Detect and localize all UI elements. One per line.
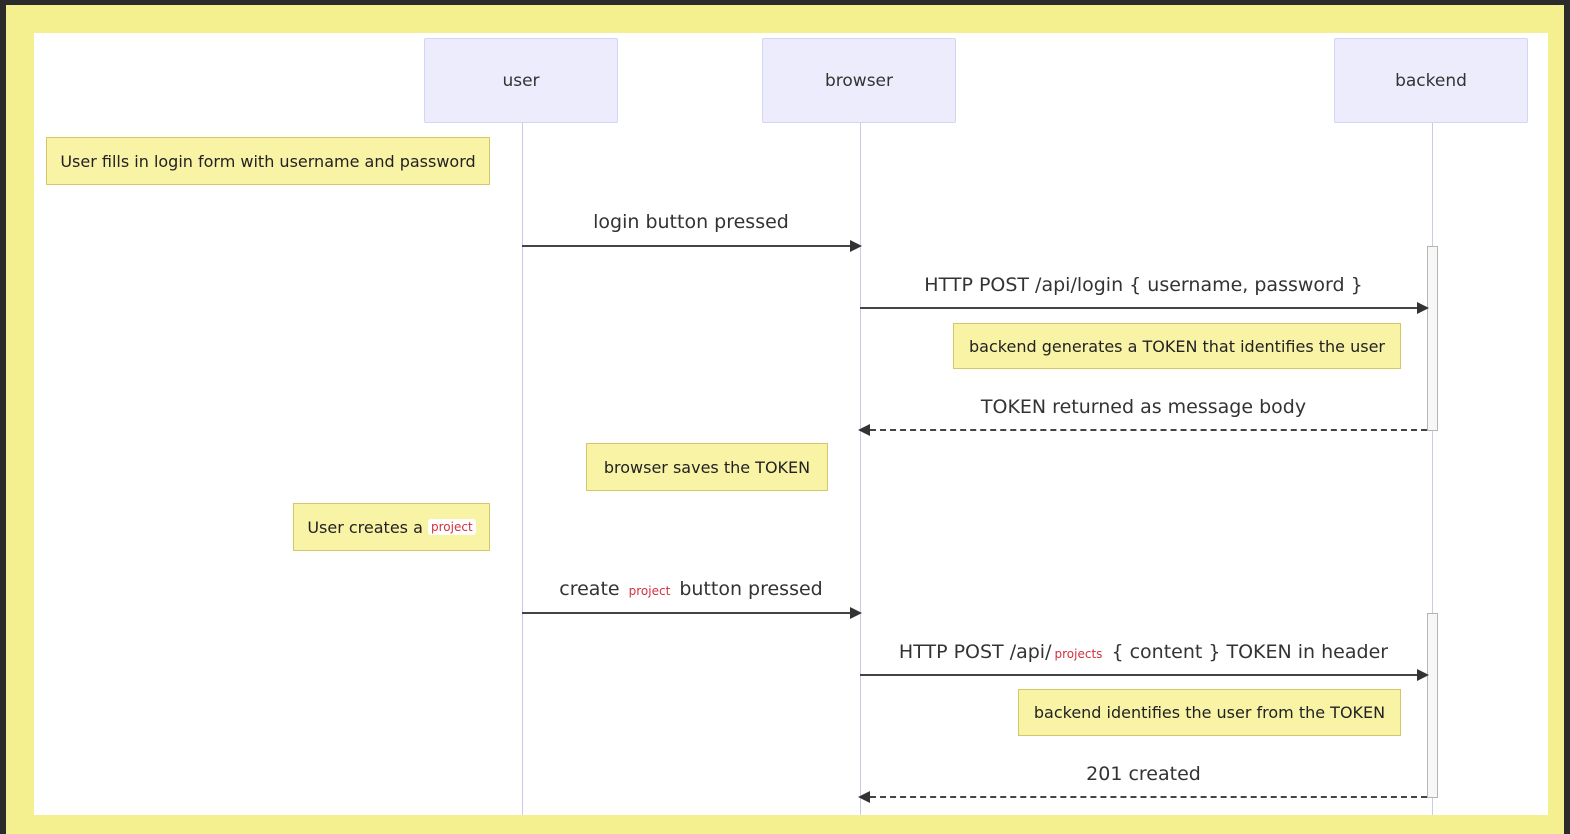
activation-backend-create bbox=[1427, 613, 1438, 798]
arrowhead bbox=[850, 607, 862, 619]
message-label-post-login: HTTP POST /api/login { username, passwor… bbox=[924, 274, 1363, 296]
participant-backend: backend bbox=[1334, 38, 1528, 123]
note-login-form: User fills in login form with username a… bbox=[46, 137, 490, 185]
arrow-create-pressed bbox=[522, 607, 862, 619]
arrowhead bbox=[858, 791, 870, 803]
lifeline-browser bbox=[860, 123, 861, 815]
note-identify-user: backend identifies the user from the TOK… bbox=[1018, 689, 1401, 736]
arrowhead bbox=[1417, 302, 1429, 314]
note-user-creates-project: User creates a project bbox=[293, 503, 490, 551]
message-text: create bbox=[559, 578, 620, 600]
inline-code: project bbox=[428, 519, 476, 535]
sequence-diagram: user browser backend User fills in login… bbox=[34, 33, 1548, 815]
arrow-token-returned bbox=[858, 424, 1427, 436]
message-label-create-pressed: create project button pressed bbox=[522, 577, 860, 603]
message-label-created: 201 created bbox=[1086, 763, 1201, 785]
arrow-created bbox=[858, 791, 1427, 803]
message-label-token-returned: TOKEN returned as message body bbox=[980, 396, 1307, 418]
message-label-post-projects: HTTP POST /api/projects { content } TOKE… bbox=[860, 640, 1427, 666]
arrowhead bbox=[858, 424, 870, 436]
lifeline-user bbox=[522, 123, 523, 815]
message-text: { content } TOKEN in header bbox=[1111, 641, 1389, 663]
diagram-frame: user browser backend User fills in login… bbox=[6, 5, 1564, 834]
arrowhead bbox=[1417, 669, 1429, 681]
note-browser-saves-token: browser saves the TOKEN bbox=[586, 443, 828, 491]
inline-code: project bbox=[625, 583, 674, 599]
message-label-login-pressed: login button pressed bbox=[593, 211, 789, 233]
arrowhead bbox=[850, 240, 862, 252]
note-text: User creates a bbox=[307, 517, 423, 537]
participant-browser: browser bbox=[762, 38, 956, 123]
arrow-login-pressed bbox=[522, 240, 862, 252]
message-text: HTTP POST /api/ bbox=[898, 641, 1052, 663]
message-text: button pressed bbox=[679, 578, 823, 600]
activation-backend-login bbox=[1427, 246, 1438, 431]
note-generate-token: backend generates a TOKEN that identifie… bbox=[953, 323, 1401, 369]
participant-user: user bbox=[424, 38, 618, 123]
lifeline-backend bbox=[1432, 123, 1433, 815]
inline-code: projects bbox=[1051, 646, 1106, 662]
arrow-post-login bbox=[860, 302, 1429, 314]
arrow-post-projects bbox=[860, 669, 1429, 681]
